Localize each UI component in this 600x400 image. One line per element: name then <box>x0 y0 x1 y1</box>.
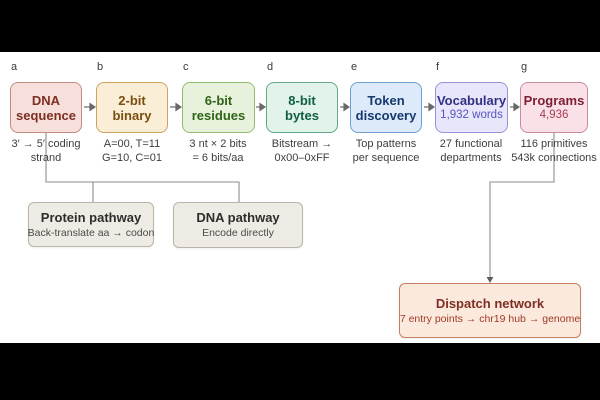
box-subtitle: 1,932 words <box>440 109 503 121</box>
pipeline-box-programs: Programs 4,936 <box>520 82 588 133</box>
panel-label-e: e <box>351 61 358 73</box>
caption-line: 27 functional <box>439 138 503 150</box>
box-title-line: DNA <box>31 92 61 108</box>
box-title-line: Vocabulary <box>436 93 507 108</box>
box-title: Dispatch network <box>435 295 545 311</box>
box-caption-vocabulary: 27 functional departments <box>411 137 531 165</box>
pipeline-box-vocabulary: Vocabulary 1,932 words <box>435 82 508 133</box>
panel-label-d: d <box>267 61 274 73</box>
caption-line: departments <box>440 152 502 164</box>
box-caption-8bit-bytes: Bitstream → 0x00–0xFF <box>242 137 362 165</box>
box-title-line: Token <box>367 92 405 108</box>
letterbox-top <box>0 0 600 52</box>
pipeline-box-dna-sequence: DNA sequence <box>10 82 82 133</box>
box-caption-token-discovery: Top patterns per sequence <box>326 137 446 165</box>
box-subtitle: 7 entry points → chr19 hub → genome <box>399 312 581 325</box>
box-subtitle: Encode directly <box>202 227 274 239</box>
box-caption-programs: 116 primitives 543k connections <box>494 137 600 165</box>
box-subtitle: 4,936 <box>539 109 569 121</box>
panel-label-g: g <box>521 61 528 73</box>
box-subtitle: Back-translate aa → codon <box>27 226 155 239</box>
box-title-line: sequence <box>16 107 76 123</box>
box-title-line: binary <box>112 107 152 123</box>
box-title-line: 6-bit <box>204 92 233 108</box>
box-title: Protein pathway <box>40 209 142 225</box>
panel-label-f: f <box>436 61 440 73</box>
caption-line: per sequence <box>352 152 420 164</box>
box-title-line: residues <box>191 107 246 123</box>
dna-pathway-box: DNA pathway Encode directly <box>173 202 303 248</box>
pipeline-box-8bit-bytes: 8-bit bytes <box>266 82 338 133</box>
box-title-line: bytes <box>285 107 319 123</box>
caption-line: 543k connections <box>511 152 597 164</box>
box-title-line: Programs <box>523 93 585 108</box>
box-title-line: 2-bit <box>118 92 146 108</box>
pipeline-box-6bit-residues: 6-bit residues <box>182 82 255 133</box>
panel-label-a: a <box>11 61 18 73</box>
panel-label-c: c <box>183 61 189 73</box>
protein-pathway-box: Protein pathway Back-translate aa → codo… <box>28 202 154 247</box>
pipeline-box-token-discovery: Token discovery <box>350 82 422 133</box>
letterbox-bottom <box>0 343 600 400</box>
caption-line: Top patterns <box>355 138 417 150</box>
caption-line: 0x00–0xFF <box>274 152 330 164</box>
panel-label-b: b <box>97 61 104 73</box>
box-title-line: 8-bit <box>288 92 316 108</box>
box-title: DNA pathway <box>196 210 280 225</box>
caption-line: 116 primitives <box>520 138 588 150</box>
dispatch-network-box: Dispatch network 7 entry points → chr19 … <box>399 283 581 338</box>
caption-line: Bitstream → <box>271 138 333 150</box>
pipeline-box-2bit-binary: 2-bit binary <box>96 82 168 133</box>
box-title-line: discovery <box>355 107 417 123</box>
